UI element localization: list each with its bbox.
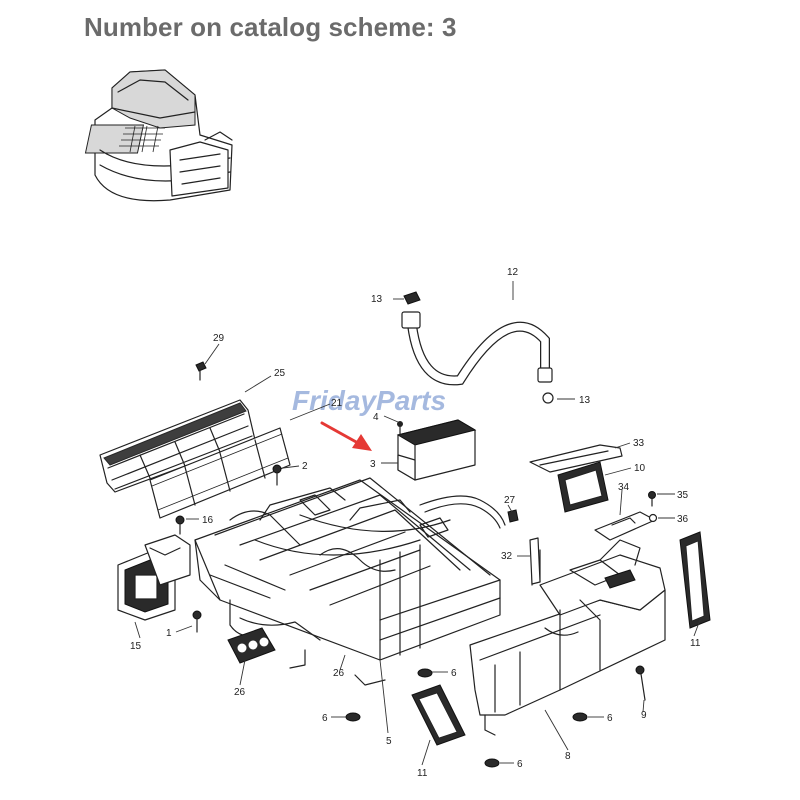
- callout-6a: 6: [451, 668, 457, 679]
- callout-11a: 11: [690, 638, 701, 649]
- rubber-feet: [345, 668, 588, 768]
- callout-1: 1: [166, 628, 172, 639]
- callout-6c: 6: [607, 713, 613, 724]
- callout-35: 35: [677, 490, 689, 501]
- callout-4: 4: [373, 412, 379, 423]
- page-title: Number on catalog scheme: 3: [84, 12, 457, 42]
- callout-13a: 13: [371, 294, 383, 305]
- callout-21: 25: [274, 368, 286, 379]
- callout-2: 2: [302, 461, 308, 472]
- callout-32: 32: [501, 551, 513, 562]
- part-3-block: [396, 419, 477, 481]
- heater-housing: [194, 477, 506, 686]
- gasket-11-bottom: [411, 684, 466, 746]
- callout-leaders: [134, 281, 701, 766]
- machine-thumbnail: [84, 69, 233, 202]
- hose-12: [401, 291, 554, 404]
- callout-33: 33: [633, 438, 645, 449]
- bracket-33: [529, 444, 623, 473]
- callout-5: 5: [386, 736, 392, 747]
- callout-3: 3: [370, 459, 376, 470]
- callout-11b: 11: [417, 768, 428, 779]
- plate-34: [594, 511, 656, 541]
- callout-13b: 13: [579, 395, 591, 406]
- grommet-plate: [227, 627, 276, 664]
- callout-34: 34: [618, 482, 630, 493]
- screws: [175, 361, 658, 701]
- duct-8: [469, 539, 666, 736]
- callout-labels: 29 25 21 13 12 13 4 3 2 16 27 32 33 10 3…: [130, 267, 701, 779]
- callout-6b: 6: [322, 713, 328, 724]
- callout-25: 26: [234, 687, 246, 698]
- callout-8: 8: [565, 751, 571, 762]
- callout-12: 12: [507, 267, 519, 278]
- callout-15: 15: [130, 641, 142, 652]
- callout-26: 26: [333, 668, 345, 679]
- callout-20: 21: [331, 398, 343, 409]
- callout-10: 10: [634, 463, 646, 474]
- filter-assembly: [99, 399, 291, 519]
- watermark: FridayParts: [292, 385, 446, 416]
- callout-27: 27: [504, 495, 516, 506]
- callout-16: 16: [202, 515, 214, 526]
- frame-10: [557, 461, 609, 513]
- callout-29: 29: [213, 333, 225, 344]
- blower-unit: [117, 534, 191, 621]
- callout-9: 9: [641, 710, 647, 721]
- highlight-arrow: [320, 421, 372, 451]
- callout-36: 36: [677, 514, 689, 525]
- gasket-11-right: [679, 531, 711, 629]
- callout-6d: 6: [517, 759, 523, 770]
